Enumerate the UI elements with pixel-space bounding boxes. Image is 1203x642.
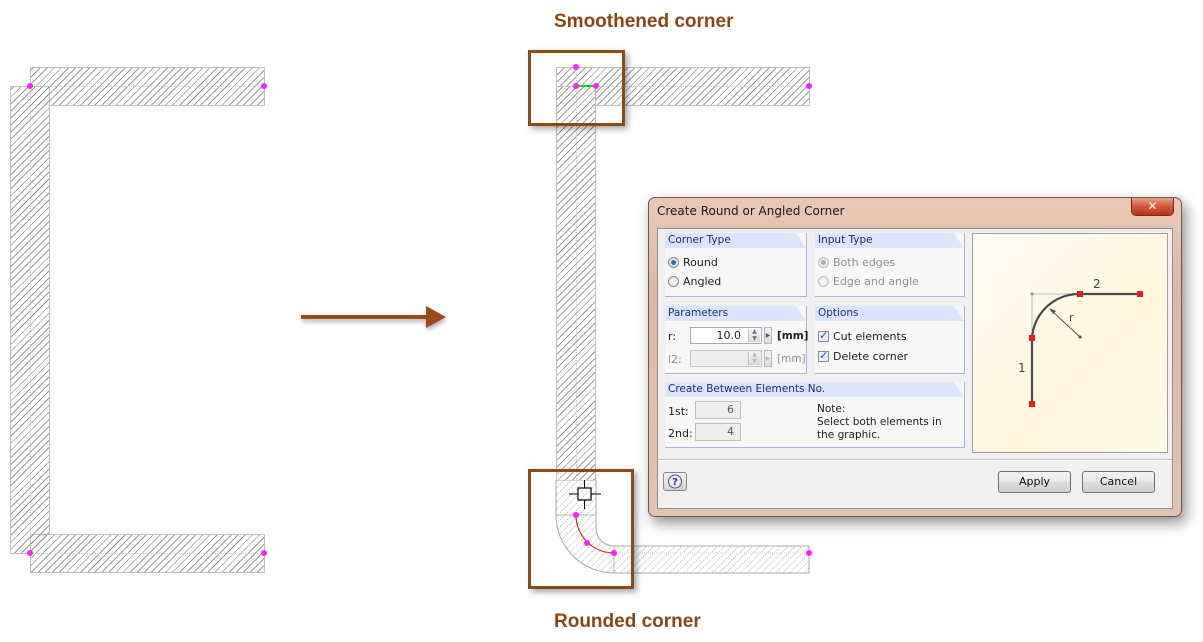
svg-text:?: ? bbox=[672, 477, 678, 488]
separator bbox=[658, 459, 1172, 461]
second-element-value: 4 bbox=[727, 425, 734, 438]
spinner-icon[interactable]: ▲▼ bbox=[748, 328, 760, 342]
note-title: Note: bbox=[817, 403, 846, 415]
note-text: Select both elements in the graphic. bbox=[817, 416, 942, 441]
group-options: Options Cut elements Delete corner bbox=[815, 306, 965, 374]
r-value: 10.0 bbox=[716, 329, 742, 342]
node[interactable] bbox=[27, 550, 33, 556]
l2-unit: [mm] bbox=[777, 353, 806, 365]
l2-input[interactable]: ▲▼ bbox=[690, 350, 762, 367]
smoothened-joint-line bbox=[577, 85, 596, 87]
group-input-type: Input Type Both edges Edge and angle bbox=[815, 233, 965, 297]
group-create-between: Create Between Elements No. 1st: 6 2nd: … bbox=[665, 382, 965, 448]
caption-smoothened-corner: Smoothened corner bbox=[554, 11, 734, 32]
checkbox-delete-corner[interactable]: Delete corner bbox=[818, 349, 909, 363]
apply-button[interactable]: Apply bbox=[998, 471, 1071, 493]
node[interactable] bbox=[261, 550, 267, 556]
radio-button[interactable] bbox=[818, 257, 829, 268]
highlight-smoothened-corner bbox=[528, 50, 625, 126]
group-parameters: Parameters r: 10.0 ▲▼ ▶ [mm] l2: ▲▼ ▶ [m… bbox=[665, 306, 809, 374]
first-element-value: 6 bbox=[727, 403, 734, 416]
radio-edge-and-angle[interactable]: Edge and angle bbox=[818, 275, 919, 288]
group-title: Corner Type bbox=[665, 233, 806, 248]
node[interactable] bbox=[573, 512, 579, 518]
group-title: Input Type bbox=[815, 233, 964, 248]
help-icon: ? bbox=[668, 474, 682, 489]
radio-label: Both edges bbox=[833, 256, 896, 269]
first-element-input[interactable]: 6 bbox=[695, 401, 741, 419]
radio-angled[interactable]: Angled bbox=[668, 275, 721, 288]
r-menu-arrow-icon[interactable]: ▶ bbox=[764, 327, 772, 344]
checkbox[interactable] bbox=[818, 329, 829, 342]
radio-round[interactable]: Round bbox=[668, 256, 718, 269]
highlight-rounded-corner bbox=[528, 469, 634, 589]
group-corner-type: Corner Type Round Angled bbox=[665, 233, 807, 297]
r-input[interactable]: 10.0 ▲▼ bbox=[690, 327, 762, 344]
preview-label-r: r bbox=[1069, 311, 1074, 324]
radio-both-edges[interactable]: Both edges bbox=[818, 256, 895, 269]
preview-graphic: 1 2 r bbox=[972, 233, 1168, 453]
group-title: Options bbox=[815, 306, 964, 321]
radio-button[interactable] bbox=[818, 276, 829, 287]
l2-label: l2: bbox=[668, 353, 682, 366]
crosshair-cursor-icon bbox=[569, 480, 601, 509]
node[interactable] bbox=[806, 83, 812, 89]
radio-label: Angled bbox=[683, 275, 722, 288]
second-element-input[interactable]: 4 bbox=[695, 423, 741, 441]
node[interactable] bbox=[584, 540, 590, 546]
help-button[interactable]: ? bbox=[663, 472, 687, 491]
preview-label-2: 2 bbox=[1093, 277, 1101, 291]
radio-label: Round bbox=[683, 256, 718, 269]
l2-menu-arrow-icon[interactable]: ▶ bbox=[764, 350, 772, 367]
node[interactable] bbox=[573, 64, 579, 70]
radio-button[interactable] bbox=[668, 257, 679, 268]
preview-label-1: 1 bbox=[1018, 361, 1026, 375]
group-title: Parameters bbox=[665, 306, 806, 321]
node[interactable] bbox=[27, 83, 33, 89]
checkbox[interactable] bbox=[818, 349, 829, 362]
close-button[interactable]: ✕ bbox=[1131, 198, 1174, 216]
radio-label: Edge and angle bbox=[833, 275, 919, 288]
first-element-label: 1st: bbox=[668, 405, 689, 418]
checkbox-label: Delete corner bbox=[833, 350, 909, 363]
node[interactable] bbox=[593, 83, 599, 89]
node[interactable] bbox=[611, 550, 617, 556]
close-icon: ✕ bbox=[1147, 199, 1158, 213]
group-title: Create Between Elements No. bbox=[665, 382, 964, 397]
r-unit: [mm] bbox=[777, 330, 809, 342]
node[interactable] bbox=[806, 550, 812, 556]
r-label: r: bbox=[668, 330, 677, 343]
spinner-icon[interactable]: ▲▼ bbox=[748, 351, 760, 365]
rounded-corner-shape[interactable] bbox=[550, 480, 820, 580]
cancel-button[interactable]: Cancel bbox=[1082, 471, 1155, 493]
second-element-label: 2nd: bbox=[668, 427, 693, 440]
dialog-body: Corner Type Round Angled Input Type Both… bbox=[657, 228, 1173, 509]
dialog-title: Create Round or Angled Corner bbox=[657, 204, 845, 218]
checkbox-cut-elements[interactable]: Cut elements bbox=[818, 329, 907, 343]
radio-button[interactable] bbox=[668, 276, 679, 287]
node[interactable] bbox=[573, 83, 579, 89]
checkbox-label: Cut elements bbox=[833, 330, 907, 343]
caption-rounded-corner: Rounded corner bbox=[554, 611, 701, 632]
create-corner-dialog: Create Round or Angled Corner ✕ Corner T… bbox=[648, 197, 1182, 517]
node[interactable] bbox=[261, 83, 267, 89]
